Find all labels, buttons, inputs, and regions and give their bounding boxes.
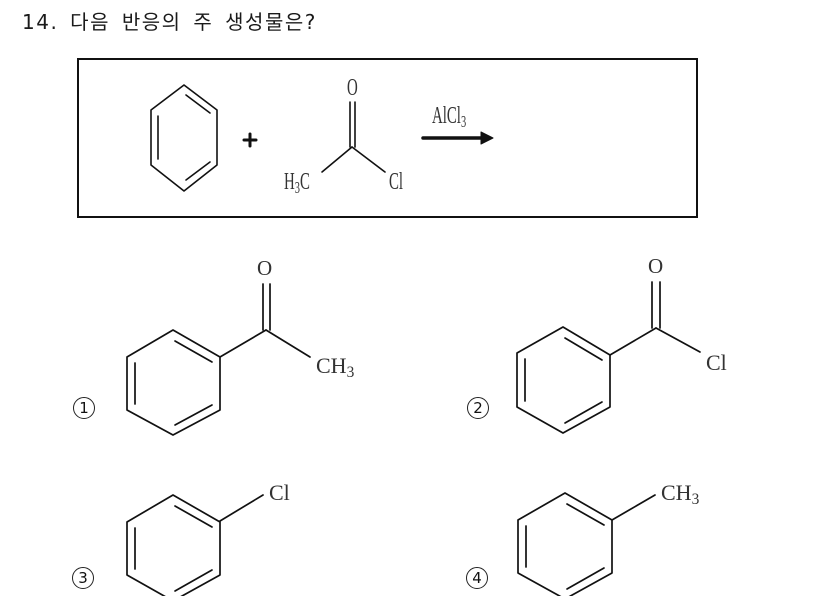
reactant-methyl-label: H3C [284,169,310,198]
catalyst-label: AlCl3 [432,103,467,132]
choice-4-structure-icon [517,492,656,596]
question-number: 14. [22,10,59,34]
choice-2[interactable] [460,250,780,445]
choice-4-substituent-label: CH3 [661,480,699,508]
oxygen-text: O [257,256,273,280]
oxygen-text: O [648,254,664,278]
choice-4[interactable] [460,470,780,596]
choice-2-number[interactable]: 2 [467,397,489,419]
choice-1-substituent-label: CH3 [316,353,354,381]
question-title: 14. 다음 반응의 주 생성물은? [22,6,317,35]
choice-1-oxygen-label: O [257,258,272,279]
question-text: 다음 반응의 주 생성물은? [70,10,317,34]
choice-1[interactable] [70,250,390,445]
choice-2-structure-icon [516,281,701,434]
choice-2-number-text: 2 [473,399,483,417]
acetyl-chloride-bonds-icon [321,101,386,173]
reaction-arrow-icon [421,131,494,145]
catalyst-main-text: AlCl [432,103,461,129]
choice-1-number[interactable]: 1 [73,397,95,419]
reactant-chlorine-label: Cl [389,170,403,194]
substituent-text: Cl [706,350,727,375]
substituent-sub-text: 3 [346,363,355,381]
choice-3-number-text: 3 [78,569,88,587]
benzene-ring-icon [150,84,218,192]
choice-3[interactable] [70,470,390,596]
methyl-c-text: C [299,169,310,195]
choice-3-structure-icon [126,494,264,596]
methyl-sub-text: 3 [294,178,300,198]
catalyst-sub-text: 3 [460,112,467,132]
substituent-sub-text: 3 [691,490,700,508]
reactant-oxygen-label: O [347,76,358,100]
choice-2-substituent-label: Cl [706,352,727,374]
methyl-h-text: H [284,169,295,195]
chlorine-text: Cl [389,169,404,195]
oxygen-text: O [347,75,358,101]
choice-3-number[interactable]: 3 [72,567,94,589]
substituent-text: Cl [269,480,290,505]
substituent-text: CH [316,353,347,378]
choice-4-number[interactable]: 4 [466,567,488,589]
choice-4-number-text: 4 [472,569,482,587]
choice-1-structure-icon [126,283,311,436]
reaction-box [77,58,698,218]
choice-3-substituent-label: Cl [269,482,290,504]
choice-2-oxygen-label: O [648,256,663,277]
plus-sign-icon [242,132,258,148]
substituent-text: CH [661,480,692,505]
choice-1-number-text: 1 [79,399,89,417]
